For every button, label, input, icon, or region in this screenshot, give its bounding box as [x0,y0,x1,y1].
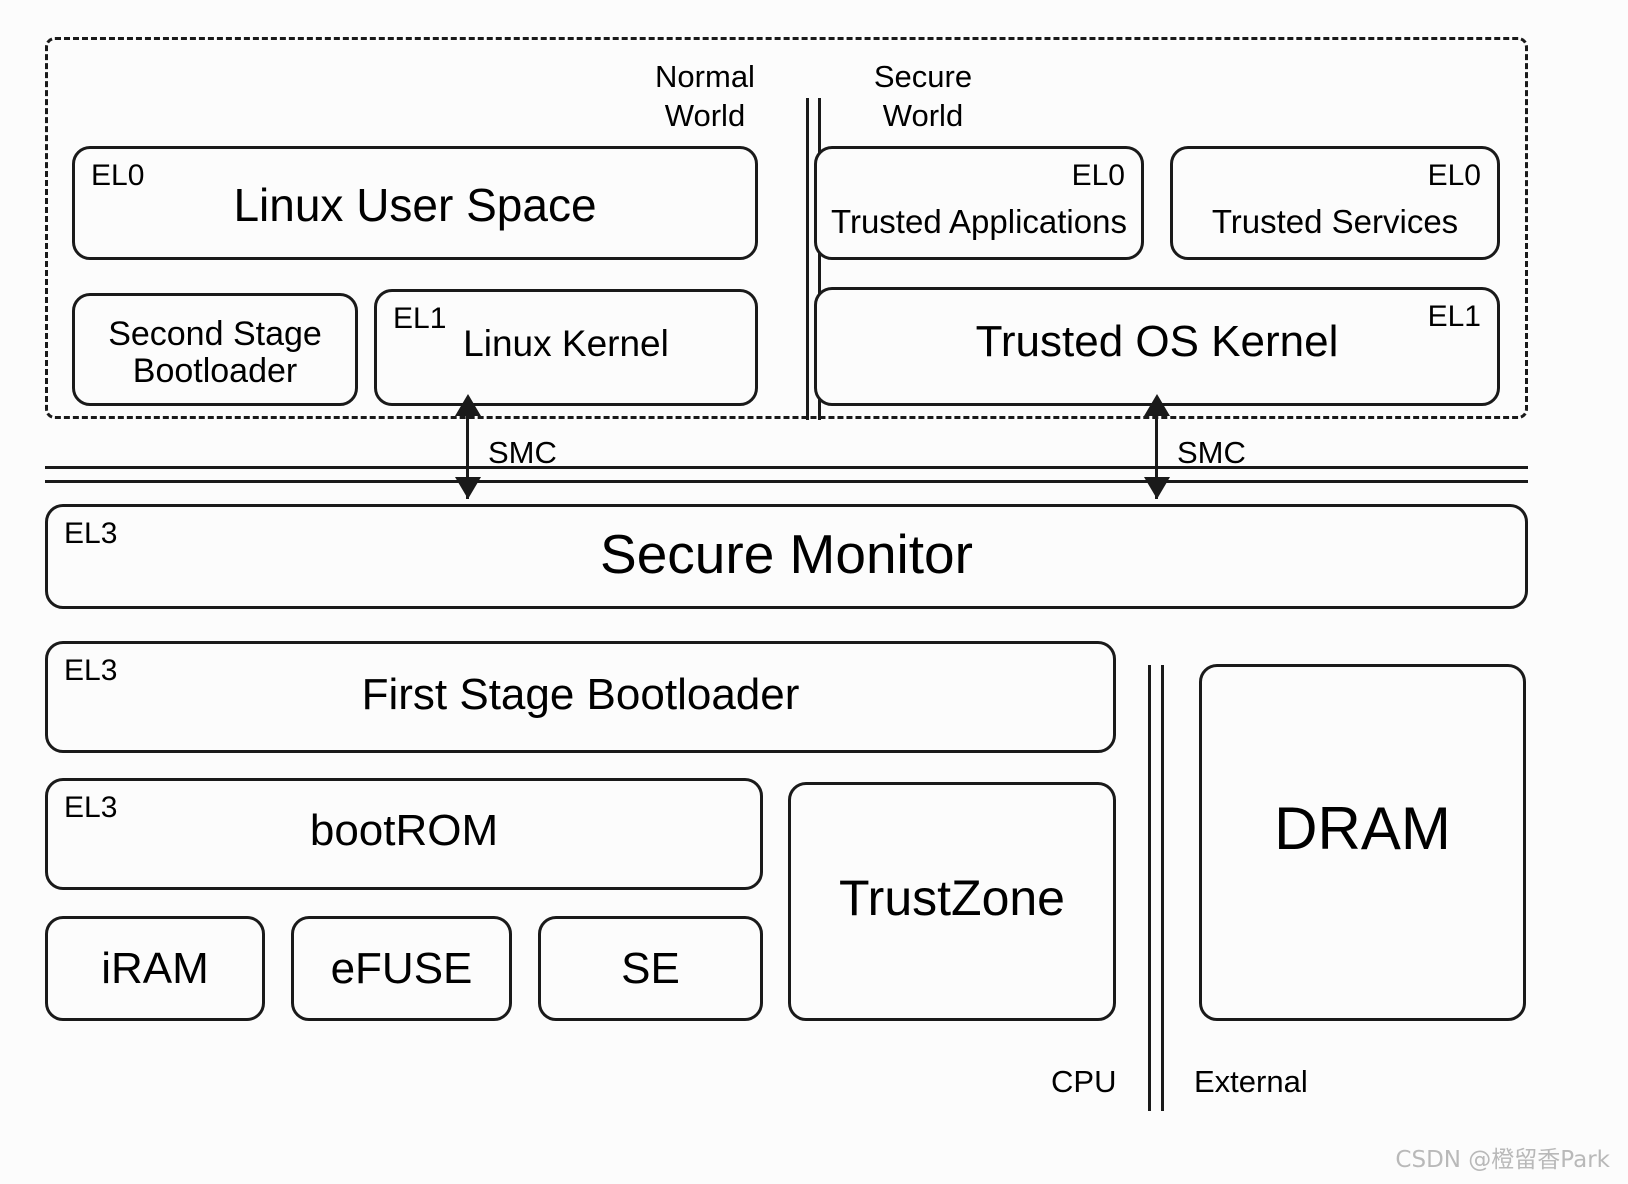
trusted-applications-el-tag: EL0 [1071,159,1125,192]
box-trusted-services[interactable]: EL0 Trusted Services [1170,146,1500,260]
second-stage-bootloader-title-line2: Bootloader [132,351,298,390]
cpu-external-separator-line-left [1148,665,1151,1111]
normal-world-label-line1: Normal [655,59,755,94]
smc-left-label: SMC [488,435,557,470]
normal-world-label: Normal World [600,58,810,136]
box-linux-user-space[interactable]: EL0 Linux User Space [72,146,758,260]
trusted-services-title: Trusted Services [1211,203,1459,240]
smc-right-label: SMC [1177,435,1246,470]
bootrom-el-tag: EL3 [64,791,118,824]
cpu-zone-label: CPU [1051,1064,1117,1099]
smc-left-arrowhead-down [455,477,481,499]
external-zone-label: External [1194,1064,1308,1099]
first-stage-bootloader-el-tag: EL3 [64,654,118,687]
cpu-external-separator-line-right [1161,665,1164,1111]
secure-world-label-line2: World [882,97,964,133]
world-separator-line-right [818,98,821,420]
box-second-stage-bootloader[interactable]: Second Stage Bootloader [72,293,358,406]
box-se[interactable]: SE [538,916,763,1021]
dram-title: DRAM [1274,795,1451,862]
iram-title: iRAM [101,944,209,993]
el3-boundary-line-bottom [45,480,1528,483]
smc-right-arrow-shaft [1155,398,1158,499]
box-secure-monitor[interactable]: EL3 Secure Monitor [45,504,1528,609]
box-efuse[interactable]: eFUSE [291,916,512,1021]
bootrom-title: bootROM [309,806,499,855]
smc-right-arrowhead-down [1144,477,1170,499]
watermark: CSDN @橙留香Park [1395,1147,1610,1173]
smc-left-arrow-shaft [466,398,469,499]
second-stage-bootloader-title-line1: Second Stage [108,315,322,353]
trusted-os-kernel-el-tag: EL1 [1427,300,1481,333]
linux-user-space-el-tag: EL0 [91,159,145,192]
world-separator-line-left [806,98,809,420]
trusted-os-kernel-title: Trusted OS Kernel [975,317,1339,366]
box-trustzone[interactable]: TrustZone [788,782,1116,1021]
trustzone-title: TrustZone [838,870,1065,926]
secure-monitor-title: Secure Monitor [600,523,973,585]
world-region-dashed-border [45,37,1528,419]
linux-kernel-title: Linux Kernel [463,323,669,364]
trusted-applications-title: Trusted Applications [831,203,1127,240]
trusted-services-el-tag: EL0 [1427,159,1481,192]
box-trusted-os-kernel[interactable]: EL1 Trusted OS Kernel [814,287,1500,406]
secure-monitor-el-tag: EL3 [64,517,118,550]
secure-world-label-line1: Secure [873,59,973,94]
normal-world-label-line2: World [664,97,746,133]
first-stage-bootloader-title: First Stage Bootloader [361,670,800,719]
se-title: SE [621,944,680,993]
secure-world-label: Secure World [818,58,1028,136]
box-first-stage-bootloader[interactable]: EL3 First Stage Bootloader [45,641,1116,753]
el3-boundary-line-top [45,466,1528,469]
box-iram[interactable]: iRAM [45,916,265,1021]
box-dram[interactable]: DRAM [1199,664,1526,1021]
linux-user-space-title: Linux User Space [233,179,597,231]
box-bootrom[interactable]: EL3 bootROM [45,778,763,890]
linux-kernel-el-tag: EL1 [393,302,447,335]
second-stage-bootloader-title: Second Stage Bootloader [75,316,355,389]
box-trusted-applications[interactable]: EL0 Trusted Applications [814,146,1144,260]
efuse-title: eFUSE [330,944,473,993]
box-linux-kernel[interactable]: EL1 Linux Kernel [374,289,758,406]
